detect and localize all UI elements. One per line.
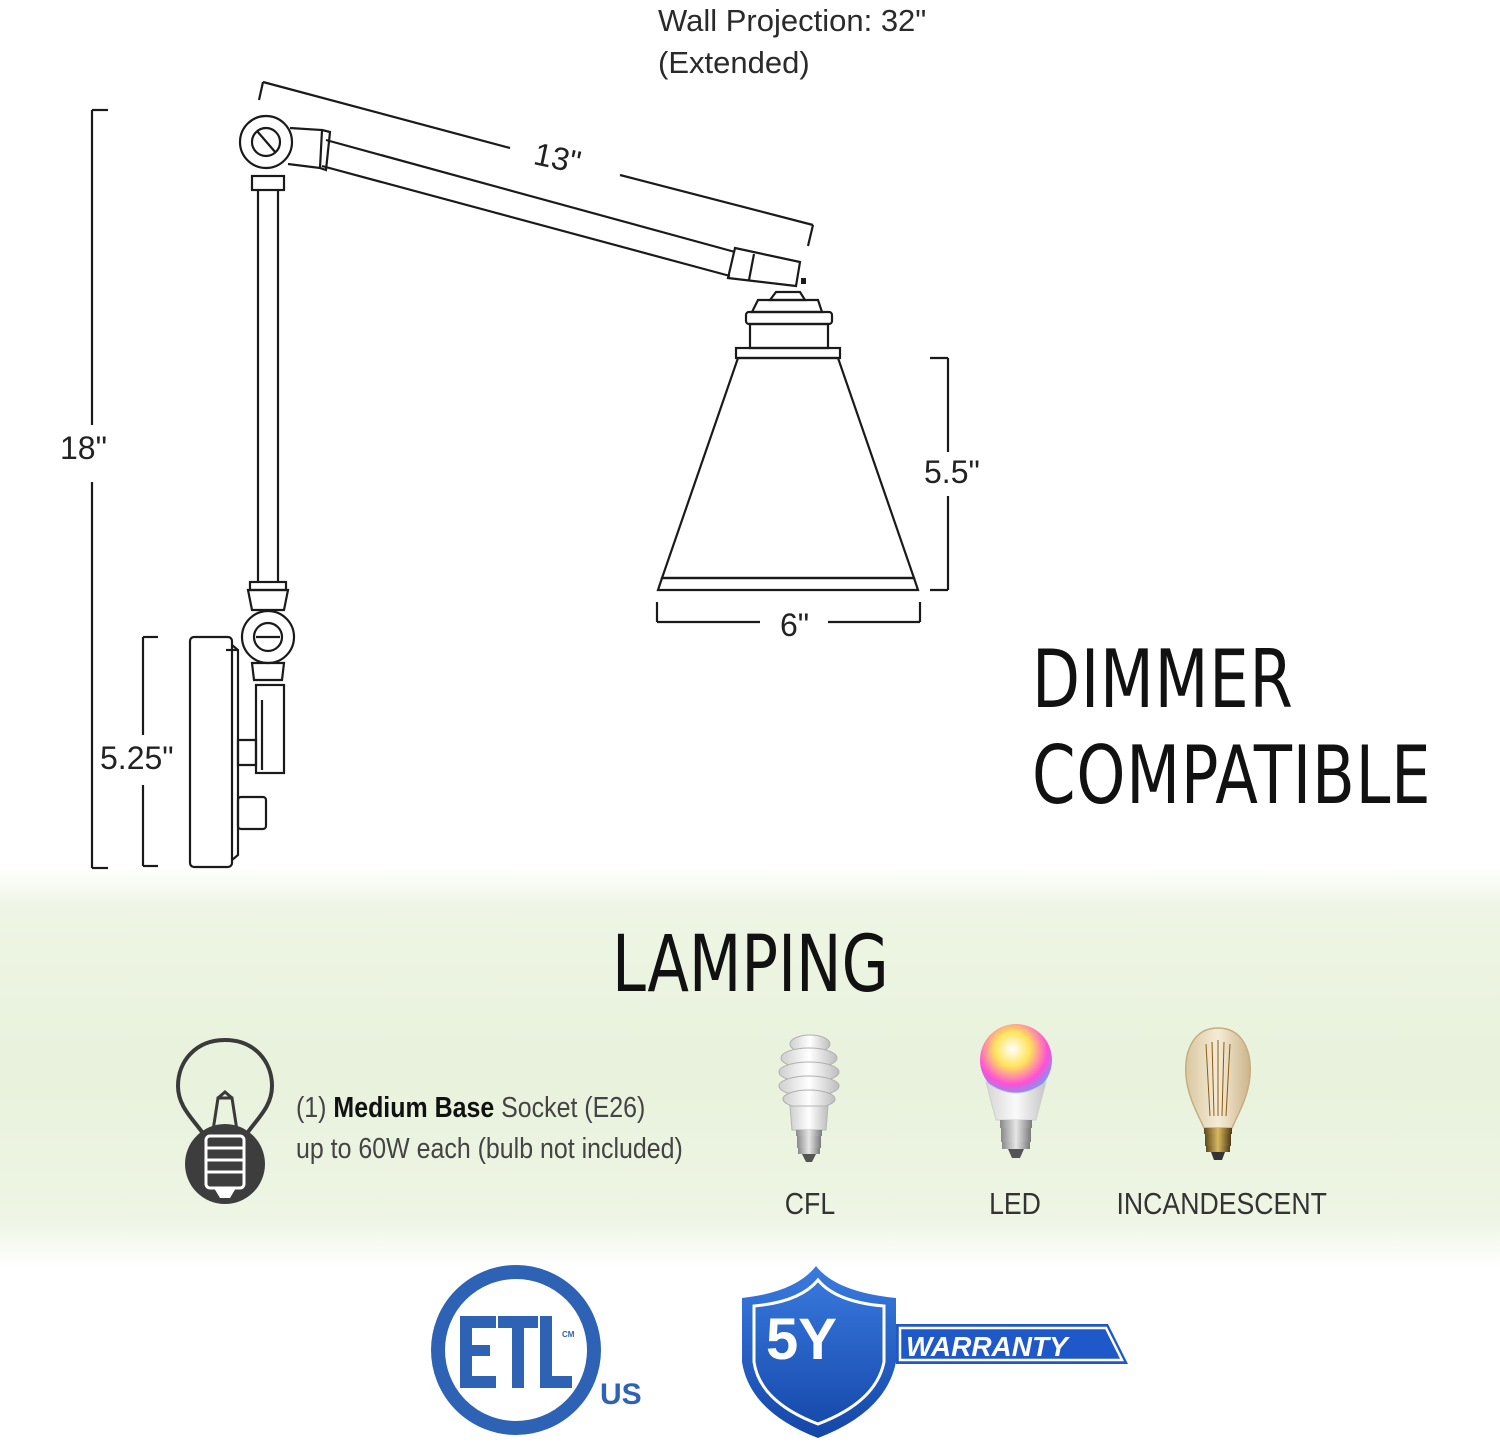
etl-us-mark: US	[600, 1378, 642, 1411]
cfl-bulb-icon	[778, 1034, 840, 1162]
upper-joint	[238, 114, 294, 170]
switch-knob	[236, 795, 268, 831]
dimmer-compatible-heading: DIMMER COMPATIBLE	[1032, 632, 1431, 824]
shade-width-label: 6"	[780, 607, 810, 643]
backplate-dimension-line	[141, 635, 158, 868]
projection-line-2: (Extended)	[658, 45, 810, 80]
feature-line-2: COMPATIBLE	[1032, 729, 1432, 822]
arm-length-label: 13"	[530, 135, 585, 181]
lamping-title: LAMPING	[0, 920, 1500, 1010]
wattage-text: up to 60W each (bulb not included)	[296, 1133, 683, 1165]
lamping-title-text: LAMPING	[611, 920, 889, 1010]
shade-height-dimension-line	[930, 356, 950, 592]
socket-rest: Socket (E26)	[501, 1092, 646, 1124]
height-label: 18"	[60, 430, 107, 466]
shade-width-dimension-line	[655, 602, 922, 624]
projection-line-1: Wall Projection: 32"	[658, 3, 927, 38]
shade	[660, 356, 916, 580]
bulb-outline-icon	[175, 1037, 275, 1204]
incandescent-bulb-icon	[1185, 1027, 1251, 1160]
etl-logo-icon	[431, 1265, 601, 1435]
warranty-shield-icon	[742, 1266, 1128, 1438]
warranty-years: 5Y	[766, 1307, 837, 1372]
led-label: LED	[989, 1186, 1041, 1221]
wall-projection-label: Wall Projection: 32" (Extended)	[658, 0, 926, 84]
shade-height-label: 5.5"	[924, 454, 980, 490]
feature-line-1: DIMMER	[1032, 633, 1294, 726]
backplate-height-label: 5.25"	[100, 740, 174, 776]
wall-backplate	[188, 635, 240, 869]
warranty-text: WARRANTY	[906, 1331, 1068, 1362]
led-bulb-icon	[980, 1024, 1052, 1158]
socket-line-1: (1) Medium Base Socket (E26)	[296, 1088, 683, 1129]
etl-cm-mark: CM	[562, 1330, 575, 1339]
socket-count: (1)	[296, 1092, 327, 1124]
socket-type: Medium Base	[333, 1092, 495, 1124]
cfl-label: CFL	[784, 1186, 836, 1221]
height-dimension-line	[90, 108, 108, 870]
arm-dimension-line	[257, 80, 815, 247]
incandescent-label: INCANDESCENT	[1116, 1186, 1327, 1221]
socket-description: (1) Medium Base Socket (E26) up to 60W e…	[296, 1088, 683, 1170]
